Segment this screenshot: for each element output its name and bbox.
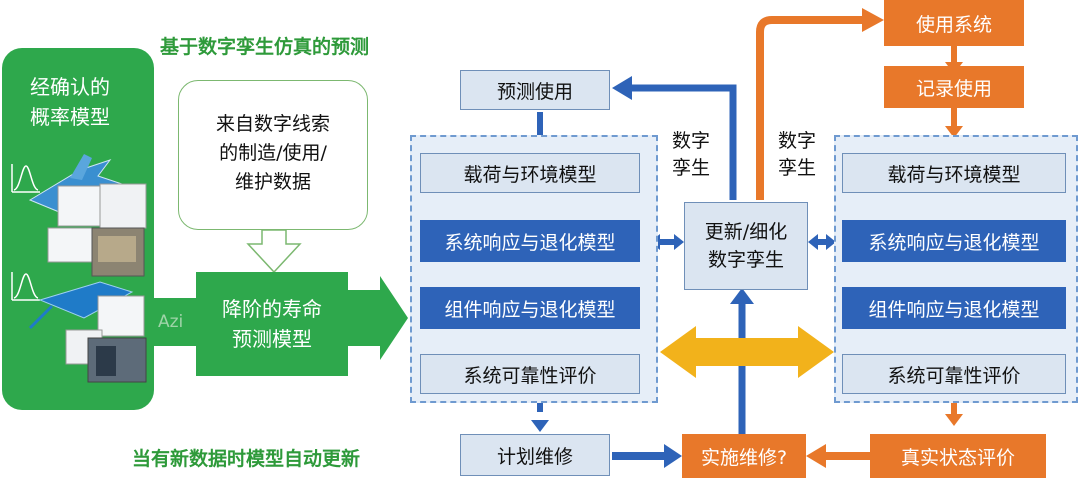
validated-model-title-line1: 经确认的 [30,75,110,99]
right-system-reliability: 系统可靠性评价 [842,354,1066,394]
rom-line1: 降阶的寿命 [222,297,322,321]
true-state-assessment-box: 真实状态评价 [870,434,1046,478]
component-photo-detail [98,236,136,262]
right-loads-environment-model: 载荷与环境模型 [842,153,1066,193]
twin-label-left-line1: 数字 [671,130,710,152]
right-system-response-model: 系统响应与退化模型 [842,220,1066,262]
panel-to-rom-band [154,298,196,346]
digital-twin-label-right: 数字 孪生 [770,128,824,182]
digital-twin-label-left: 数字 孪生 [664,128,718,182]
to-plan-maintenance-arrowhead [531,420,549,432]
bottom-caption: 当有新数据时模型自动更新 [132,448,361,470]
use-to-record-arrow [951,46,957,66]
true-state-to-do-arrowhead [806,444,826,468]
predict-use-box: 预测使用 [460,70,610,110]
stack-to-true-state-arrow [951,400,957,418]
record-to-stack-arrowhead [945,126,963,138]
update-digital-twin-box: 更新/细化 数字孪生 [684,202,808,290]
probability-curve-icon [11,164,40,193]
comparison-double-arrow [660,326,834,378]
left-stack-twin-double-arrow [650,234,684,250]
maintenance-to-twin-arrowhead [730,288,754,304]
left-component-response-model: 组件响应与退化模型 [420,287,640,329]
stack-to-true-state-arrowhead [945,414,963,426]
left-system-reliability: 系统可靠性评价 [420,354,640,394]
validated-model-title-line2: 概率模型 [30,105,110,129]
twin-right-stack-double-arrow [808,234,836,250]
twin-to-predict-arrow [628,84,737,200]
twin-to-predict-arrowhead [612,76,632,100]
update-twin-line1: 更新/细化 [704,221,788,243]
do-maintenance-box: 实施维修? [682,434,806,478]
rom-line2: 预测模型 [232,327,312,351]
reduced-order-life-model [196,272,348,376]
validated-model-title: 经确认的 概率模型 [10,72,130,132]
test-rig-photo-detail [96,346,116,376]
reduced-order-life-model-text: 降阶的寿命 预测模型 [196,294,348,354]
plan-to-do-arrowhead [664,444,682,468]
digital-thread-line2: 的制造/使用/ [219,142,327,164]
digital-thread-line1: 来自数字线索 [215,113,330,135]
digital-thread-line3: 维护数据 [234,171,311,193]
thread-to-rom-arrow [246,229,302,274]
left-loads-environment-model: 载荷与环境模型 [420,153,640,193]
update-twin-line2: 数字孪生 [707,249,784,271]
record-use-box: 记录使用 [884,66,1024,108]
digital-thread-data-text: 来自数字线索 的制造/使用/ 维护数据 [184,110,362,197]
record-to-stack-arrow [951,108,957,130]
twin-label-left-line2: 孪生 [671,157,710,179]
plan-to-do-arrow [612,452,668,460]
plot-thumbnail [97,295,145,337]
twin-to-use-system-arrowhead [862,8,884,32]
left-system-response-model: 系统响应与退化模型 [420,220,640,262]
twin-to-use-system-arrow [756,16,866,200]
watermark-text: Azi [158,312,184,332]
rom-to-stack-arrow [345,276,408,360]
right-component-response-model: 组件响应与退化模型 [842,287,1066,329]
use-system-box: 使用系统 [884,0,1024,46]
top-caption: 基于数字孪生仿真的预测 [160,36,370,58]
plot-thumbnail [99,183,147,229]
twin-label-right-line2: 孪生 [777,157,816,179]
true-state-to-do-arrow [822,452,870,460]
plan-maintenance-box: 计划维修 [460,434,610,476]
probability-curve-icon [11,272,40,301]
twin-label-right-line1: 数字 [777,130,816,152]
